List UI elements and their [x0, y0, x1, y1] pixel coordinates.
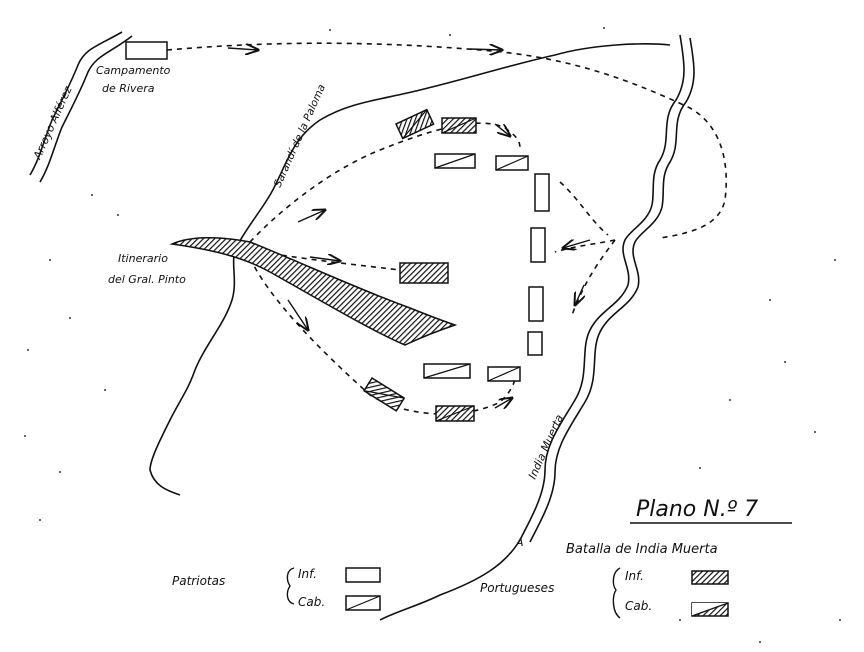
paper-speckles [24, 27, 841, 643]
patriot-infantry-col-4 [527, 331, 543, 356]
label-a: A [515, 536, 524, 549]
portuguese-infantry-center [399, 262, 449, 284]
patriot-infantry-col-3 [528, 286, 544, 322]
arrow-route-2 [469, 49, 502, 50]
pinto-itinerary [169, 236, 458, 346]
patriot-infantry-col-1 [534, 173, 550, 212]
patriot-cavalry-south-4 [435, 405, 475, 422]
patriot-cavalry-north-1 [395, 108, 435, 140]
legend-patriotas: Patriotas Inf. Cab. [172, 567, 381, 611]
arrow-5 [575, 284, 584, 305]
legend-portugueses-inf: Inf. [625, 569, 644, 583]
patriot-cavalry-north-2 [441, 117, 477, 134]
label-arroyo-alferez: Arroyo Alférez [30, 84, 74, 162]
map-subtitle: Batalla de India Muerta [566, 542, 718, 557]
legend-patriotas-cab-swatch [345, 595, 381, 611]
legend-portugueses: Portugueses Inf. Cab. [480, 567, 729, 619]
route-east-1 [554, 239, 616, 253]
arrow-1 [297, 210, 325, 223]
river-india-muerta [379, 34, 695, 621]
river-sarandi [149, 43, 671, 496]
legend-portugueses-label: Portugueses [480, 581, 554, 595]
patriot-cavalry-north-4 [495, 155, 529, 171]
legend-portugueses-cab: Cab. [625, 599, 652, 613]
legend-patriotas-inf: Inf. [298, 567, 317, 581]
legend-portugueses-cab-swatch [691, 602, 729, 617]
camp-rivera-box [125, 41, 168, 60]
label-camp2: de Rivera [102, 82, 155, 95]
legend-patriotas-cab: Cab. [298, 595, 325, 609]
map-title: Plano N.º 7 [636, 497, 758, 522]
legend-patriotas-inf-swatch [345, 567, 381, 583]
label-camp: Campamento [96, 64, 171, 77]
legend-portugueses-inf-swatch [691, 570, 729, 585]
label-sarandi: Sarandí de la Paloma [272, 83, 328, 190]
legend-patriotas-label: Patriotas [172, 574, 225, 588]
patriot-cavalry-south-2 [487, 366, 521, 382]
arrow-6 [494, 398, 512, 408]
patriot-cavalry-south-3 [363, 376, 406, 412]
arrow-3 [287, 299, 308, 330]
route-rivera [166, 42, 728, 239]
route-east-2 [571, 239, 616, 316]
route-north-arc [249, 122, 521, 243]
arrow-2 [309, 257, 340, 261]
arrow-route-1 [227, 48, 258, 50]
route-to-center [261, 251, 401, 271]
route-east-3 [559, 181, 609, 236]
label-pinto1: Itinerario [118, 252, 168, 265]
label-pinto2: del Gral. Pinto [108, 273, 186, 286]
arrow-7 [494, 123, 510, 136]
arrow-4 [563, 240, 591, 248]
river-alferez [29, 31, 133, 183]
patriot-infantry-south-1 [423, 363, 471, 379]
patriot-infantry-north-3 [434, 153, 476, 169]
patriot-infantry-col-2 [530, 227, 546, 263]
